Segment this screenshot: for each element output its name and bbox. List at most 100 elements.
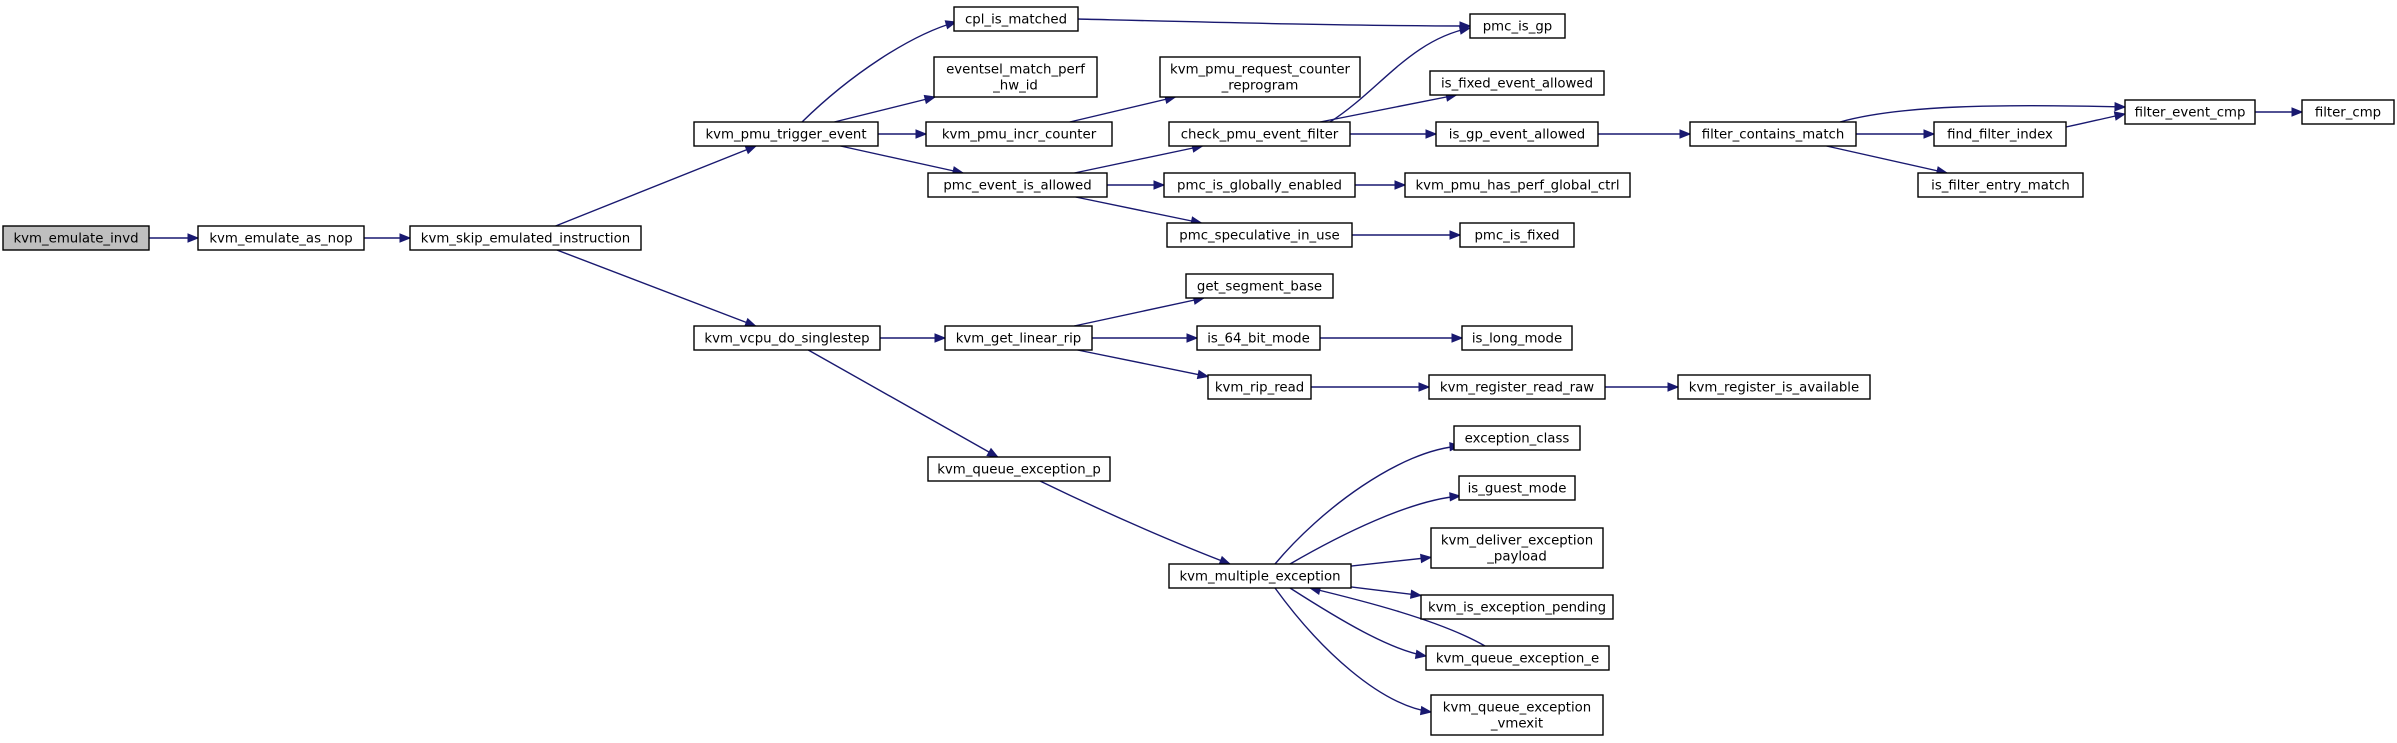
- node-label: eventsel_match_perf: [946, 62, 1085, 77]
- edge-is_64_bit_mode-to-is_long_mode: [1320, 333, 1464, 343]
- arrowhead: [1414, 649, 1428, 659]
- node-get-linear-rip[interactable]: kvm_get_linear_rip: [944, 325, 1093, 351]
- node-multiple-exception[interactable]: kvm_multiple_exception: [1168, 563, 1352, 589]
- edge-pmu_trigger-to-eventsel_match: [834, 94, 937, 123]
- node-box: [944, 325, 1093, 351]
- node-emulate-as-nop[interactable]: kvm_emulate_as_nop: [197, 225, 365, 251]
- arrowhead: [2113, 111, 2127, 121]
- node-label: is_filter_entry_match: [1931, 178, 2070, 193]
- node-filter-entry-match[interactable]: is_filter_entry_match: [1917, 172, 2084, 198]
- edge-pmc_event_allowed-to-globally_enabled: [1107, 180, 1166, 190]
- node-vcpu-singlestep[interactable]: kvm_vcpu_do_singlestep: [693, 325, 881, 351]
- node-emulate-invd: kvm_emulate_invd: [2, 225, 150, 251]
- node-box: [1689, 121, 1857, 147]
- node-cpl-is-matched[interactable]: cpl_is_matched: [953, 6, 1079, 32]
- edge-line: [1039, 480, 1231, 565]
- node-exception-pending[interactable]: kvm_is_exception_pending: [1420, 594, 1614, 620]
- node-box: [2124, 99, 2256, 125]
- node-is-guest-mode[interactable]: is_guest_mode: [1458, 475, 1576, 501]
- node-label: pmc_is_globally_enabled: [1177, 178, 1342, 193]
- node-box: [1429, 70, 1605, 96]
- arrowhead: [1419, 705, 1433, 716]
- node-find-filter-index[interactable]: find_filter_index: [1933, 121, 2067, 147]
- node-register-read-raw[interactable]: kvm_register_read_raw: [1428, 374, 1606, 400]
- edge-emulate_invd-to-emulate_as_nop: [149, 233, 200, 243]
- node-label: kvm_queue_exception_e: [1436, 651, 1599, 666]
- node-globally-enabled[interactable]: pmc_is_globally_enabled: [1163, 172, 1356, 198]
- node-pmu-trigger[interactable]: kvm_pmu_trigger_event: [693, 121, 879, 147]
- edge-line: [1074, 145, 1203, 174]
- arrowhead: [187, 233, 200, 243]
- node-pmu-incr-counter[interactable]: kvm_pmu_incr_counter: [925, 121, 1113, 147]
- edge-globally_enabled-to-has_perf_global_ctrl: [1355, 180, 1407, 190]
- node-label: kvm_pmu_request_counter: [1170, 62, 1351, 77]
- node-has-perf-global-ctrl[interactable]: kvm_pmu_has_perf_global_ctrl: [1404, 172, 1631, 198]
- node-queue-exception-e[interactable]: kvm_queue_exception_e: [1425, 645, 1610, 671]
- node-deliver-payload[interactable]: kvm_deliver_exception_payload: [1430, 527, 1604, 569]
- node-pmc-is-fixed[interactable]: pmc_is_fixed: [1459, 222, 1575, 248]
- arrowhead: [1410, 589, 1423, 599]
- edge-pmu_incr_counter-to-request_reprogram: [1069, 94, 1177, 123]
- node-request-reprogram[interactable]: kvm_pmu_request_counter_reprogram: [1159, 56, 1361, 98]
- node-label: is_gp_event_allowed: [1449, 127, 1586, 142]
- node-register-is-available[interactable]: kvm_register_is_available: [1677, 374, 1871, 400]
- edge-pmu_trigger-to-cpl_is_matched: [801, 20, 958, 123]
- node-box: [1933, 121, 2067, 147]
- edge-pmu_trigger-to-pmu_incr_counter: [878, 129, 928, 139]
- node-box: [2301, 99, 2395, 125]
- node-label: is_long_mode: [1472, 331, 1562, 346]
- edge-filter_contains_match-to-filter_entry_match: [1826, 145, 1949, 176]
- edge-line: [1309, 587, 1486, 647]
- node-box: [197, 225, 365, 251]
- node-label: kvm_multiple_exception: [1179, 569, 1340, 584]
- node-label: cpl_is_matched: [965, 12, 1067, 27]
- edge-skip_emulated-to-vcpu_singlestep: [556, 249, 757, 327]
- node-label: kvm_get_linear_rip: [956, 331, 1082, 346]
- arrowhead: [2291, 107, 2304, 117]
- node-box: [1459, 222, 1575, 248]
- node-speculative-in-use[interactable]: pmc_speculative_in_use: [1166, 222, 1353, 248]
- edge-skip_emulated-to-pmu_trigger: [555, 145, 758, 227]
- node-get-segment-base[interactable]: get_segment_base: [1185, 273, 1334, 299]
- node-label: exception_class: [1465, 431, 1570, 446]
- edge-line: [1073, 297, 1205, 327]
- node-rip-read[interactable]: kvm_rip_read: [1207, 374, 1312, 400]
- node-filter-cmp[interactable]: filter_cmp: [2301, 99, 2395, 125]
- edge-line: [1077, 18, 1471, 27]
- edge-multiple_exception-to-queue_exception_e: [1289, 587, 1428, 659]
- edge-line: [1075, 196, 1202, 224]
- node-label: kvm_rip_read: [1215, 380, 1304, 395]
- node-label: kvm_skip_emulated_instruction: [421, 231, 630, 246]
- edge-line: [807, 349, 999, 458]
- node-box: [1168, 121, 1351, 147]
- node-check-event-filter[interactable]: check_pmu_event_filter: [1168, 121, 1351, 147]
- edge-check_event_filter-to-pmc_is_gp: [1329, 25, 1472, 123]
- node-label: pmc_speculative_in_use: [1179, 228, 1339, 243]
- node-gp-event-allowed[interactable]: is_gp_event_allowed: [1435, 121, 1599, 147]
- edge-filter_contains_match-to-find_filter_index: [1856, 129, 1936, 139]
- node-skip-emulated[interactable]: kvm_skip_emulated_instruction: [409, 225, 642, 251]
- node-box: [1458, 475, 1576, 501]
- node-eventsel-match[interactable]: eventsel_match_perf_hw_id: [933, 56, 1098, 98]
- node-label: kvm_is_exception_pending: [1428, 600, 1606, 615]
- node-queue-exception-p[interactable]: kvm_queue_exception_p: [927, 456, 1111, 482]
- edge-vcpu_singlestep-to-queue_exception_p: [807, 349, 999, 458]
- node-queue-exception-vmexit[interactable]: kvm_queue_exception_vmexit: [1430, 694, 1604, 736]
- node-pmc-event-allowed[interactable]: pmc_event_is_allowed: [927, 172, 1108, 198]
- node-box: [2, 225, 150, 251]
- edge-line: [840, 145, 964, 174]
- node-pmc-is-gp[interactable]: pmc_is_gp: [1469, 13, 1566, 39]
- arrowhead: [934, 333, 947, 343]
- node-label: kvm_pmu_incr_counter: [942, 127, 1097, 142]
- arrowhead: [1218, 555, 1232, 565]
- arrowhead: [1425, 129, 1438, 139]
- node-filter-contains-match[interactable]: filter_contains_match: [1689, 121, 1857, 147]
- node-label: _vmexit: [1490, 716, 1543, 731]
- node-is-long-mode[interactable]: is_long_mode: [1461, 325, 1573, 351]
- node-filter-event-cmp[interactable]: filter_event_cmp: [2124, 99, 2256, 125]
- node-fixed-event-allowed[interactable]: is_fixed_event_allowed: [1429, 70, 1605, 96]
- node-is-64-bit-mode[interactable]: is_64_bit_mode: [1196, 325, 1321, 351]
- node-label: kvm_queue_exception_p: [937, 462, 1101, 477]
- node-exception-class[interactable]: exception_class: [1453, 425, 1581, 451]
